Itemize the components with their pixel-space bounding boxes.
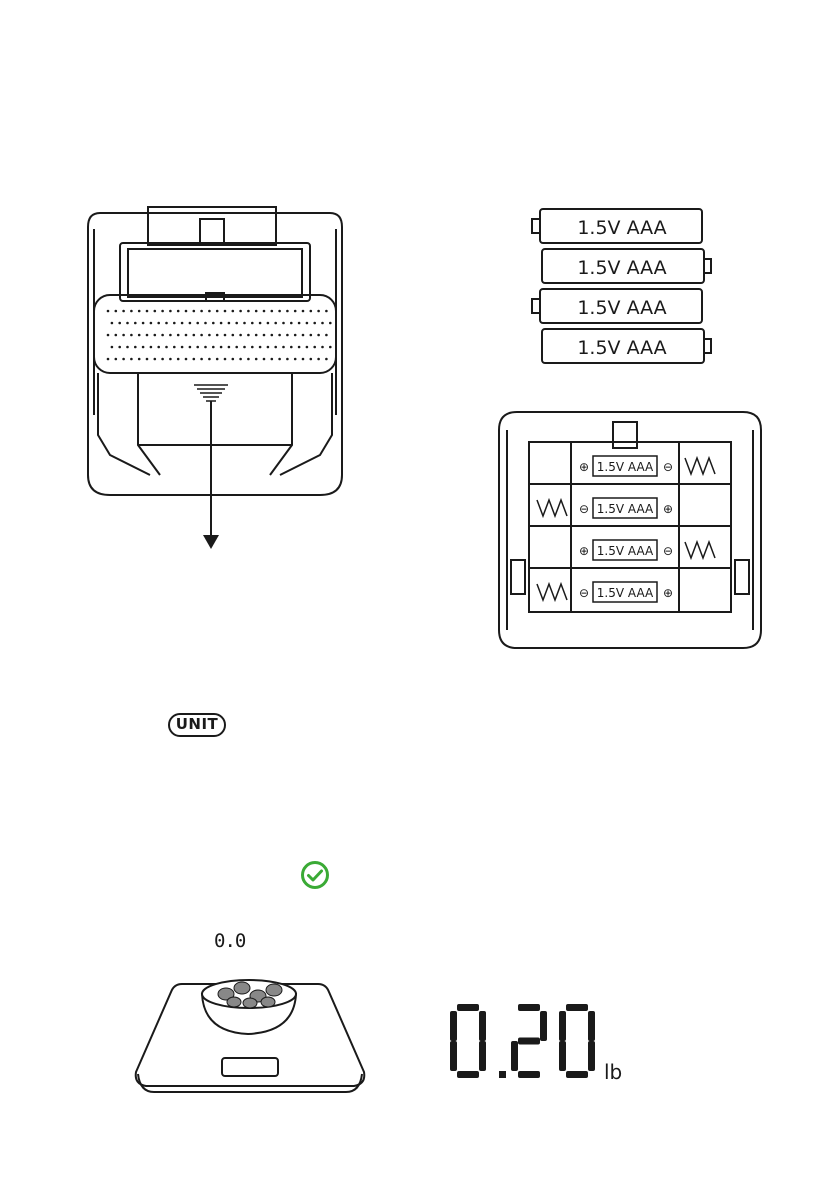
svg-text:1.5V AAA: 1.5V AAA: [577, 337, 666, 359]
spring-icon: [685, 458, 715, 474]
svg-text:1.5V AAA: 1.5V AAA: [577, 257, 666, 279]
batteries-figure: 1.5V AAA 1.5V AAA 1.5V AAA 1.5V AAA: [530, 205, 715, 375]
svg-text:⊖: ⊖: [663, 544, 673, 558]
battery-3: 1.5V AAA: [532, 289, 702, 323]
lcd-digit: [450, 1004, 486, 1078]
battery-4: 1.5V AAA: [542, 329, 711, 363]
svg-text:⊕: ⊕: [663, 586, 673, 600]
slot-4: 1.5V AAA ⊖ ⊕: [537, 582, 673, 602]
svg-text:1.5V AAA: 1.5V AAA: [597, 544, 654, 558]
unit-button[interactable]: UNIT: [168, 713, 226, 737]
svg-text:1.5V AAA: 1.5V AAA: [597, 502, 654, 516]
svg-text:⊕: ⊕: [579, 544, 589, 558]
battery-cover-removal-figure: [80, 205, 350, 555]
lcd-decimal-point: [499, 1071, 506, 1078]
svg-text:1.5V AAA: 1.5V AAA: [577, 297, 666, 319]
lcd-digit: [559, 1004, 595, 1078]
battery-compartment-figure: 1.5V AAA ⊕ ⊖ 1.5V AAA ⊖ ⊕ 1.5V AAA ⊕ ⊖ 1.5V…: [495, 408, 765, 653]
spring-icon: [537, 500, 567, 516]
spring-icon: [685, 542, 715, 558]
svg-text:⊖: ⊖: [579, 586, 589, 600]
svg-text:1.5V AAA: 1.5V AAA: [597, 460, 654, 474]
svg-text:⊕: ⊕: [579, 460, 589, 474]
svg-text:⊖: ⊖: [579, 502, 589, 516]
slot-2: 1.5V AAA ⊖ ⊕: [537, 498, 673, 518]
bowl-icon: [202, 980, 296, 1034]
svg-text:⊖: ⊖: [663, 460, 673, 474]
initial-display-reading: 0.0: [214, 930, 245, 952]
spring-icon: [537, 584, 567, 600]
svg-text:1.5V AAA: 1.5V AAA: [597, 586, 654, 600]
check-icon: [300, 860, 330, 890]
svg-text:⊕: ⊕: [663, 502, 673, 516]
slot-3: 1.5V AAA ⊕ ⊖: [579, 540, 715, 560]
lcd-digit: [511, 1004, 547, 1078]
weight-display: lb: [450, 1000, 640, 1085]
battery-2: 1.5V AAA: [542, 249, 711, 283]
weight-unit-label: lb: [604, 1060, 622, 1084]
svg-text:1.5V AAA: 1.5V AAA: [577, 217, 666, 239]
scale-with-bowl-figure: [130, 970, 370, 1100]
battery-1: 1.5V AAA: [532, 209, 702, 243]
slot-1: 1.5V AAA ⊕ ⊖: [579, 456, 715, 476]
